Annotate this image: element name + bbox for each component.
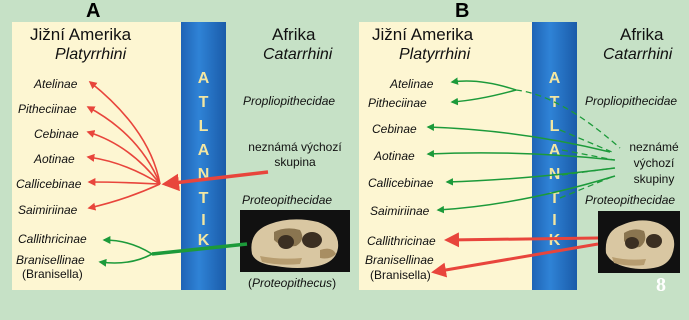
arrow-to-pitheciinae xyxy=(452,90,516,102)
dashed-link xyxy=(516,90,620,148)
panel-b-red-arrows xyxy=(434,238,598,272)
arrow-to-callithricinae xyxy=(447,238,598,240)
arrow-to-callicebinae xyxy=(89,182,160,184)
panel-b-dashed-links xyxy=(516,90,620,198)
arrow-to-callithricinae xyxy=(104,240,152,254)
arrow-to-pitheciinae xyxy=(88,107,160,184)
arrow-to-branisella xyxy=(434,244,598,272)
arrow-to-atelinae xyxy=(452,81,516,90)
arrow-to-callicebinae xyxy=(447,168,615,182)
dashed-link xyxy=(560,130,612,152)
arrow-to-branisellinae xyxy=(100,254,152,263)
arrow-to-saimiriinae xyxy=(89,184,160,208)
arrow-to-cebinae xyxy=(88,132,160,184)
panel-a-green-branch xyxy=(100,240,247,263)
panel-a-main-red-arrow xyxy=(165,172,268,184)
panel-a-red-radiation xyxy=(88,82,160,208)
panel-b-green-arrows xyxy=(428,81,615,210)
green-trunk xyxy=(152,244,247,254)
arrow-to-aotinae xyxy=(428,153,615,160)
